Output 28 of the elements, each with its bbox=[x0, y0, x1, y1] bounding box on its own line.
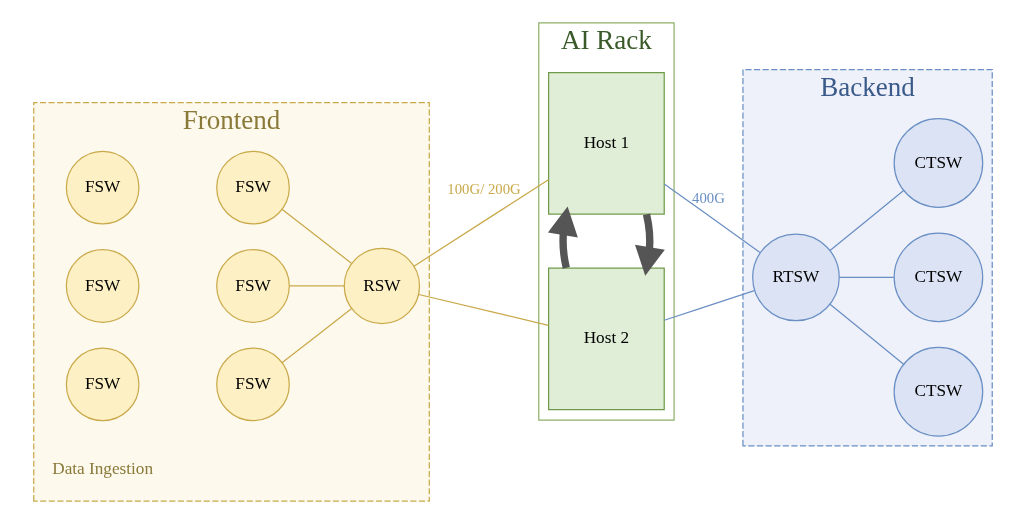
node-circle: FSW bbox=[216, 249, 290, 323]
connector bbox=[418, 293, 549, 326]
connector bbox=[663, 290, 755, 321]
node-circle: FSW bbox=[216, 347, 290, 422]
node-circle: FSW bbox=[65, 347, 140, 422]
connector bbox=[829, 303, 905, 365]
node-circle: FSW bbox=[65, 249, 140, 323]
connector bbox=[281, 208, 353, 265]
node-circle: FSW bbox=[65, 150, 140, 225]
connector bbox=[829, 189, 905, 252]
edge-label: 100G/ 200G bbox=[447, 181, 521, 198]
node-circle: RTSW bbox=[752, 233, 840, 322]
node-circle: RSW bbox=[343, 247, 421, 325]
node-circle: CTSW bbox=[893, 118, 984, 208]
connector bbox=[281, 307, 353, 364]
node-circle: CTSW bbox=[893, 232, 984, 323]
connector bbox=[663, 183, 761, 254]
node-box: Host 1 bbox=[548, 71, 665, 215]
edge-label: 400G bbox=[692, 190, 725, 207]
connector bbox=[838, 276, 895, 278]
arrow bbox=[547, 206, 578, 269]
label: Data Ingestion bbox=[52, 458, 154, 478]
connector bbox=[288, 285, 345, 287]
connector bbox=[413, 179, 550, 267]
node-circle: FSW bbox=[216, 150, 290, 225]
node-circle: CTSW bbox=[893, 346, 984, 437]
arrow bbox=[635, 213, 665, 276]
node-box: Host 2 bbox=[548, 267, 665, 411]
